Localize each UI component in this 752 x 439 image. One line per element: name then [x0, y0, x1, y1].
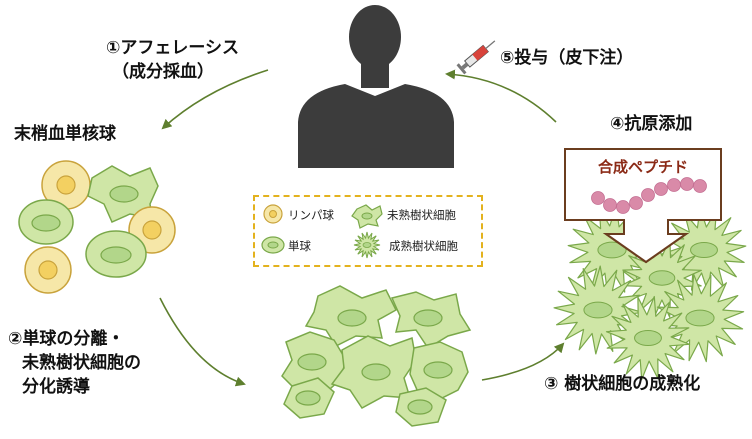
arrow-administration	[445, 69, 557, 123]
immature-dc-cell	[283, 377, 335, 419]
arrow-maturation	[481, 342, 565, 381]
immature-dc-cell	[330, 335, 417, 409]
immature-dc-cell	[304, 285, 397, 347]
step-administration-label: ⑤投与（皮下注）	[500, 48, 634, 68]
immature-dc-cell	[281, 331, 347, 397]
patient-silhouette-icon	[298, 5, 454, 168]
legend-lymphocyte-label: リンパ球	[288, 208, 334, 222]
step-maturation-label: ③ 樹状細胞の成熟化	[544, 374, 701, 394]
immature-dc-cluster	[281, 285, 472, 427]
arrow-differentiation	[159, 297, 246, 387]
syringe-icon	[456, 40, 496, 75]
step-antigen-label: ④抗原添加	[610, 114, 693, 134]
legend-box	[253, 195, 483, 267]
legend-mature-dc-label: 成熟樹状細胞	[389, 239, 458, 253]
immature-dc-cell	[395, 387, 447, 427]
lymphocyte-cell	[41, 160, 91, 210]
lymphocyte-cell	[24, 246, 72, 294]
monocyte-cell	[18, 199, 74, 245]
step-differentiation-line3: 分化誘導	[22, 377, 90, 397]
step-pbmc-label: 末梢血単核球	[14, 124, 116, 144]
step-differentiation-line2: 未熟樹状細胞の	[22, 353, 141, 373]
step-apheresis-line2: （成分採血）	[112, 62, 214, 82]
synthetic-peptide-label: 合成ペプチド	[597, 158, 688, 176]
legend-immature-dc-label: 未熟樹状細胞	[387, 208, 456, 222]
step-apheresis-line1: ①アフェレーシス	[106, 38, 240, 58]
immature-dc-cell	[390, 291, 472, 350]
mature-dc-cell	[655, 273, 745, 363]
synthetic-peptide-box: 合成ペプチド	[564, 148, 722, 221]
legend-monocyte-label: 単球	[288, 239, 311, 253]
step-differentiation-line1: ②単球の分離・	[8, 329, 125, 349]
monocyte-cell	[85, 230, 147, 278]
arrow-apheresis	[161, 69, 269, 130]
mature-dc-cell	[605, 295, 691, 381]
immature-dc-cell	[409, 341, 469, 401]
pbmc-cell-cluster	[18, 160, 176, 294]
